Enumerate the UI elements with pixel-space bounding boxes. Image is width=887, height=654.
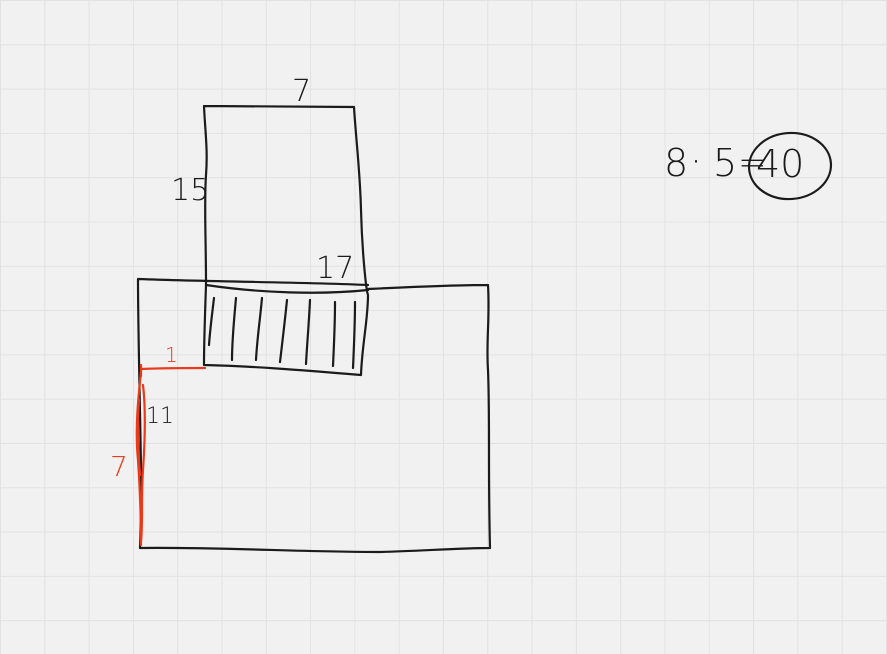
top-height-label: 15 <box>171 173 209 208</box>
equation-result: 40 <box>756 142 804 186</box>
equation-right: 5 <box>713 141 737 185</box>
gap-width-label: 1 <box>165 343 178 367</box>
red-gap-line <box>139 366 207 371</box>
overlap-hatching <box>207 296 357 370</box>
red-vertical-scribble <box>135 370 146 547</box>
left-height-label: 11 <box>146 404 174 429</box>
equation-left: 8 <box>664 141 688 185</box>
bottom-rectangle <box>136 277 492 554</box>
equation-equals: = <box>738 143 767 183</box>
red-measurements <box>135 363 207 547</box>
result-circle <box>747 131 833 201</box>
overlap-width-label: 17 <box>316 251 354 286</box>
overlap-boundary <box>204 283 370 294</box>
equation-operator: · <box>690 139 702 183</box>
top-rectangle <box>202 104 370 377</box>
red-height-label: 7 <box>110 450 128 483</box>
top-width-label: 7 <box>292 74 311 109</box>
equation: 8 · 5 = 40 <box>664 131 833 201</box>
